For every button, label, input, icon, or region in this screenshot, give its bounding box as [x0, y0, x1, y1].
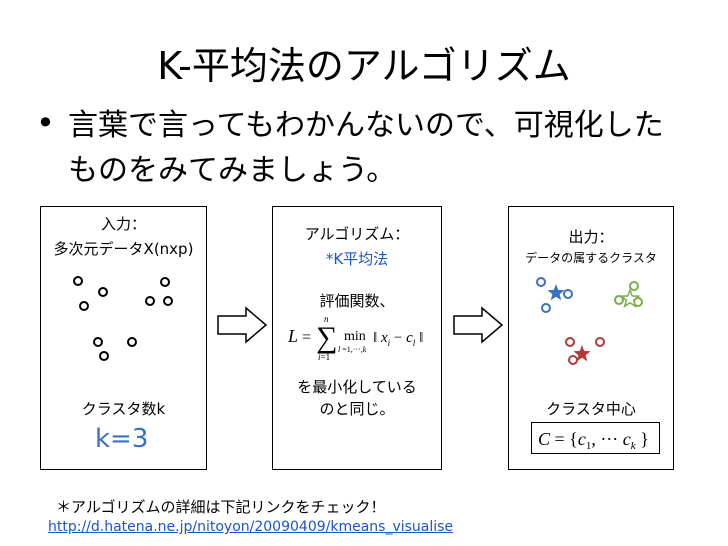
- k-value: k=3: [95, 424, 149, 454]
- output-panel: [508, 206, 674, 470]
- details-link[interactable]: http://d.hatena.ne.jp/nitoyon/20090409/k…: [48, 519, 454, 535]
- data-point: [73, 276, 83, 286]
- input-label: 入力：: [100, 215, 146, 233]
- algorithm-panel: [272, 206, 442, 470]
- green-center-star-icon: [619, 287, 641, 309]
- svg-text:l =1,···,k: l =1,···,k: [338, 345, 367, 354]
- arrow-right-icon: [217, 306, 268, 344]
- input-points: [73, 276, 173, 361]
- bullet-line-1: 言葉で言ってもわかんないので、可視化した: [68, 108, 664, 143]
- input-panel: [40, 206, 207, 470]
- data-point: [127, 337, 137, 347]
- algorithm-method: *K平均法: [325, 250, 389, 268]
- svg-text:n: n: [324, 314, 329, 324]
- page-title: K-平均法のアルゴリズム: [157, 44, 571, 88]
- cluster-center-label: クラスタ中心: [546, 400, 636, 418]
- minimize-line-1: を最小化している: [297, 378, 417, 396]
- data-point: [93, 337, 103, 347]
- cluster-center-formula: C = {c1, ··· ck }: [538, 429, 649, 452]
- svg-text:i=1: i=1: [318, 352, 330, 362]
- red-point: [568, 355, 578, 365]
- data-point: [163, 296, 173, 306]
- data-point: [98, 287, 108, 297]
- svg-text:‖ xi − cl ‖: ‖ xi − cl ‖: [373, 330, 423, 348]
- red-center-star-icon: [573, 345, 591, 362]
- cluster-center-formula-box: C = {c1, ··· ck }: [531, 422, 660, 454]
- objective-formula: L = ∑ n i=1 min l =1,···,k ‖ xi − cl ‖: [287, 314, 423, 362]
- blue-point: [563, 289, 573, 299]
- eval-function-label: 評価関数、: [319, 292, 395, 310]
- svg-text:min: min: [344, 329, 366, 344]
- output-clusters: [536, 277, 643, 365]
- red-point: [565, 337, 575, 347]
- algorithm-label: アルゴリズム：: [304, 225, 410, 243]
- red-point: [595, 337, 605, 347]
- data-point: [145, 296, 155, 306]
- bullet-line-2: ものをみてみましょう。: [68, 153, 397, 188]
- output-label: 出力：: [568, 228, 614, 246]
- bullet-marker: •: [36, 104, 55, 142]
- svg-text:=: =: [302, 329, 311, 346]
- minimize-line-2: のと同じ。: [319, 400, 395, 418]
- cluster-count-label: クラスタ数k: [81, 400, 166, 418]
- arrow-right-icon: [453, 306, 504, 344]
- footer-note: ＊アルゴリズムの詳細は下記リンクをチェック！: [56, 498, 386, 516]
- blue-point: [536, 277, 546, 287]
- data-point: [99, 351, 109, 361]
- output-sublabel: データの属するクラスタ: [525, 251, 657, 265]
- blue-center-star-icon: [547, 284, 565, 301]
- data-point: [79, 301, 89, 311]
- green-point: [629, 281, 639, 291]
- blue-point: [541, 303, 551, 313]
- bullet-text: 言葉で言ってもわかんないので、可視化した ものをみてみましょう。: [68, 103, 708, 193]
- svg-text:∑: ∑: [316, 321, 337, 354]
- input-sublabel: 多次元データX(nxp): [53, 240, 194, 258]
- green-point: [614, 295, 624, 305]
- svg-text:L: L: [287, 326, 298, 346]
- data-point: [160, 277, 170, 287]
- svg-text:C = {c1, ··· ck }: C = {c1, ··· ck }: [538, 429, 649, 452]
